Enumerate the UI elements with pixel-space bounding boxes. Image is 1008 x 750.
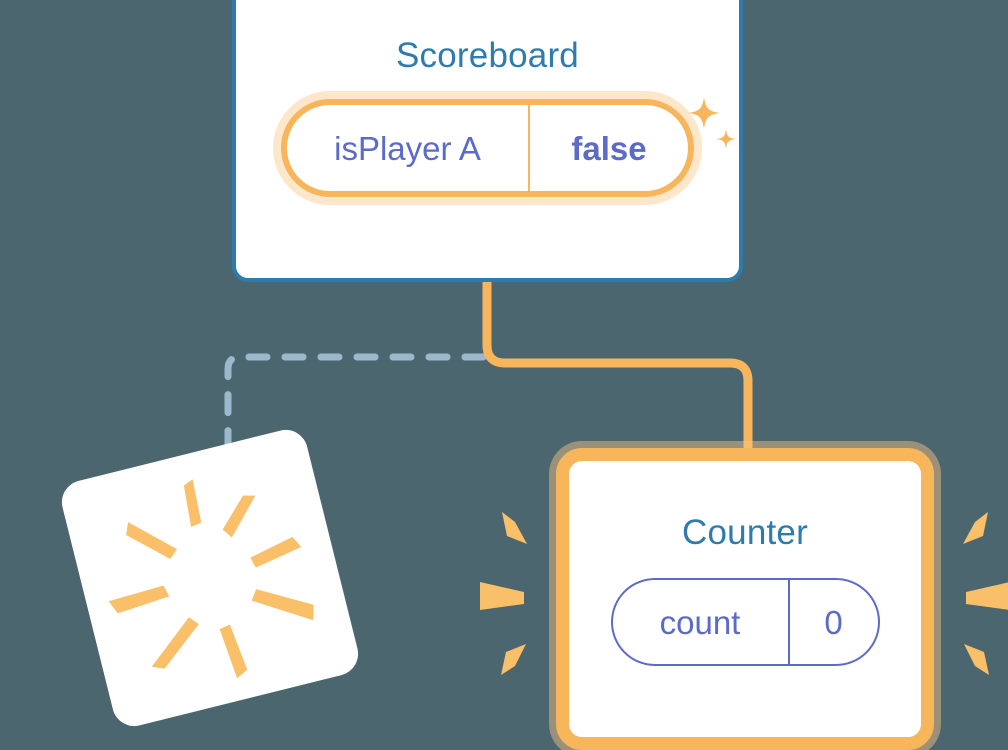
burst-ray	[108, 585, 170, 614]
counter-state-pill[interactable]: count 0	[610, 578, 880, 666]
burst-rays-icon	[108, 479, 314, 679]
counter-state-value: 0	[787, 580, 878, 664]
scoreboard-card[interactable]: Scoreboard isPlayer A false	[232, 0, 743, 282]
scoreboard-state-pill[interactable]: isPlayer A false	[281, 99, 694, 197]
burst-ray	[222, 495, 256, 538]
connector-scoreboard-to-counter	[482, 277, 753, 467]
scoreboard-title: Scoreboard	[396, 36, 579, 75]
scoreboard-state-key: isPlayer A	[334, 129, 481, 167]
burst-ray	[250, 536, 302, 568]
burst-ray	[183, 479, 202, 528]
scoreboard-state-value: false	[528, 105, 688, 191]
burst-ray	[219, 624, 248, 679]
burst-ray	[151, 617, 199, 669]
burst-card[interactable]	[57, 425, 363, 731]
connector-scoreboard-to-burst-card	[224, 353, 487, 474]
counter-card[interactable]: Counter count 0	[556, 448, 934, 750]
burst-ray	[126, 522, 178, 560]
burst-ray	[251, 589, 314, 621]
counter-title: Counter	[682, 513, 808, 552]
scoreboard-pill-wrap: isPlayer A false	[281, 99, 694, 197]
counter-state-key: count	[659, 603, 741, 641]
